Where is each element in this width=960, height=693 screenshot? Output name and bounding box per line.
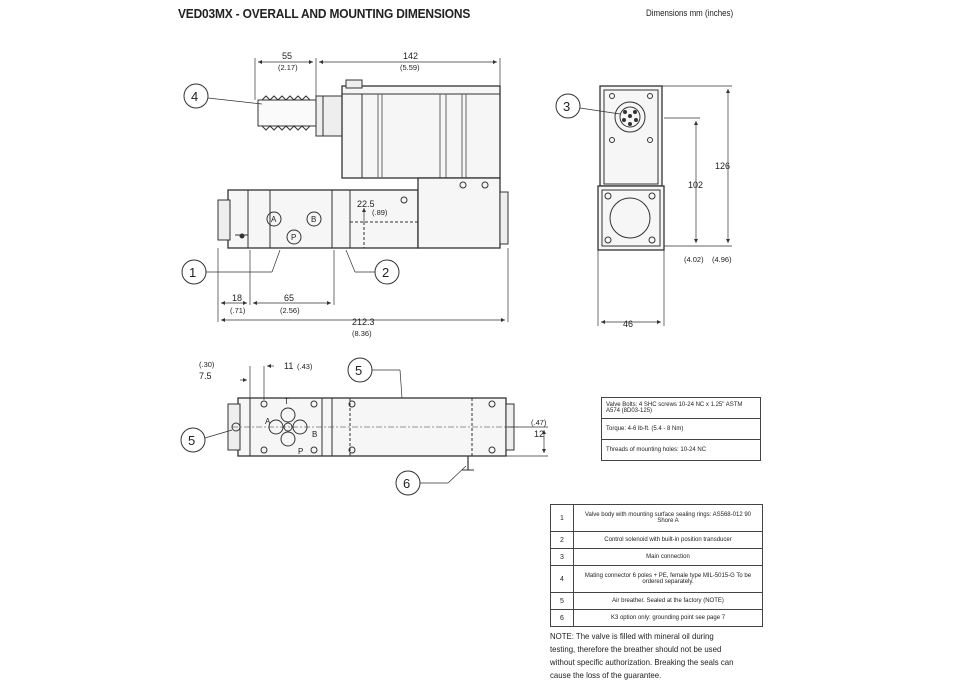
legend-num: 3: [550, 548, 574, 566]
dim-22-5-inch: (.89): [372, 208, 388, 217]
dim-46: 46: [623, 319, 633, 329]
spec-torque: Torque: 4-6 lb-ft. (5.4 - 8 Nm): [601, 418, 761, 440]
mating-connector: [257, 95, 345, 137]
dim-126: 126: [715, 161, 730, 171]
dim-7-5-inch: (.30): [199, 360, 215, 369]
legend-text: Mating connector 6 poles + PE, female ty…: [573, 565, 763, 593]
dim-142: 142: [403, 51, 418, 61]
dim-11: 11: [284, 361, 293, 371]
legend-num: 5: [550, 592, 574, 610]
port-p-marker: [286, 229, 302, 245]
callout-1-label: 1: [189, 265, 196, 280]
dim-12-inch: (.47): [531, 418, 547, 427]
spec-threads: Threads of mounting holes: 10-24 NC: [601, 439, 761, 461]
bottom-port-b: B: [312, 430, 317, 439]
dim-18-inch: (.71): [230, 306, 246, 315]
spec-valve-bolts: Valve Bolts: 4 SHC screws 10-24 NC x 1.2…: [601, 397, 761, 419]
bottom-port-t: T: [284, 397, 289, 406]
dim-55: 55: [282, 51, 292, 61]
callout-5-top-label: 5: [355, 363, 362, 378]
dim-102-inch: (4.02): [684, 255, 704, 264]
dim-12: 12: [534, 429, 544, 439]
callout-3: [555, 93, 581, 119]
bottom-view: T A B P (.30) 7.5 11 (.43) (.47) 12 5 5 …: [180, 357, 548, 496]
breather-note: NOTE: The valve is filled with mineral o…: [550, 631, 734, 680]
port-a-marker: [266, 211, 282, 227]
legend-text: Control solenoid with built-in position …: [573, 531, 763, 549]
callout-4-label: 4: [191, 89, 198, 104]
dim-212-3-inch: (8.36): [352, 329, 372, 338]
bottom-port-p: P: [298, 447, 303, 456]
port-b-marker: [306, 211, 322, 227]
units-caption: Dimensions mm (inches): [646, 8, 734, 18]
dim-22-5: 22.5: [357, 199, 375, 209]
dim-55-inch: (2.17): [278, 63, 298, 72]
valve-body: [227, 189, 419, 249]
table-row: Valve Bolts: 4 SHC screws 10-24 NC x 1.2…: [601, 397, 761, 419]
callout-4: [183, 83, 209, 109]
port-b-label: B: [311, 215, 316, 224]
dim-65: 65: [284, 293, 294, 303]
legend-num: 4: [550, 565, 574, 593]
dim-142-inch: (5.59): [400, 63, 420, 72]
port-p-label: P: [291, 233, 296, 242]
callout-5-left: [180, 427, 206, 453]
dim-102: 102: [688, 180, 703, 190]
callout-6-label: 6: [403, 476, 410, 491]
air-breather-left: [231, 422, 241, 432]
dim-7-5: 7.5: [199, 371, 212, 381]
bottom-port-a: A: [265, 417, 271, 426]
legend-text: Main connection: [573, 548, 763, 566]
solenoid-housing: [341, 85, 501, 179]
front-view: 102 126 (4.02) (4.96) 46 3: [555, 85, 732, 329]
legend-text: K3 option only: grounding point see page…: [573, 609, 763, 627]
dim-212-3: 212.3: [352, 317, 375, 327]
dim-11-inch: (.43): [297, 362, 313, 371]
callout-2-label: 2: [382, 265, 389, 280]
page-title: VED03MX - OVERALL AND MOUNTING DIMENSION…: [178, 6, 471, 21]
main-connection-socket: [614, 101, 646, 133]
side-view: A B P 55 (2.17) 142 (5.59) 22.5 (.89) 18…: [181, 51, 509, 338]
table-row: Torque: 4-6 lb-ft. (5.4 - 8 Nm): [601, 418, 761, 440]
port-a-label: A: [271, 215, 277, 224]
callout-5-left-label: 5: [188, 433, 195, 448]
callout-3-label: 3: [563, 99, 570, 114]
dim-65-inch: (2.56): [280, 306, 300, 315]
dim-18: 18: [232, 293, 242, 303]
legend-text: Air breather. Sealed at the factory (NOT…: [573, 592, 763, 610]
legend-text: Valve body with mounting surface sealing…: [573, 504, 763, 532]
mounting-spec-table: Valve Bolts: 4 SHC screws 10-24 NC x 1.2…: [601, 397, 761, 461]
legend-num: 6: [550, 609, 574, 627]
legend-num: 1: [550, 504, 574, 532]
dim-126-inch: (4.96): [712, 255, 732, 264]
legend-num: 2: [550, 531, 574, 549]
table-row: Threads of mounting holes: 10-24 NC: [601, 439, 761, 461]
